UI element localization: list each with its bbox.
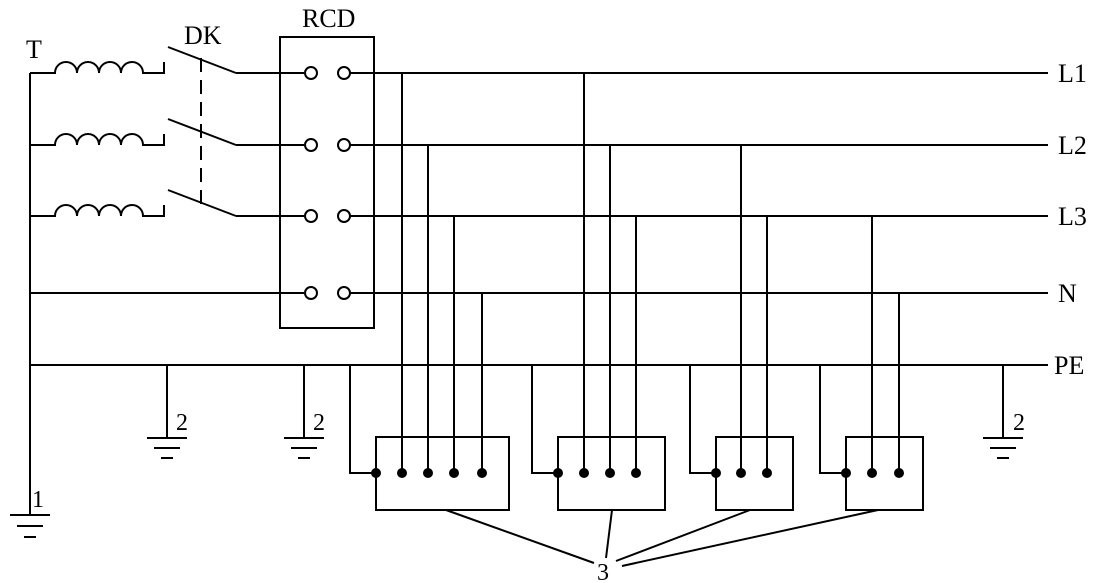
equipment-box-4[interactable] — [819, 216, 924, 511]
eq1-terminal-l2 — [423, 468, 433, 478]
repeat-ground-c: 2 — [983, 365, 1025, 459]
rcd-terminal-in-l2 — [304, 138, 318, 152]
callout-leader-4 — [621, 509, 879, 567]
callout-leader-3 — [615, 509, 751, 562]
eq3-terminal-l3 — [762, 468, 772, 478]
eq2-terminal-l3 — [631, 468, 641, 478]
eq2-pe-conductor — [531, 365, 558, 474]
rcd-terminal-out-l3 — [337, 209, 351, 223]
eq4-terminal-pe — [841, 468, 851, 478]
equipment-box-1[interactable] — [349, 73, 510, 511]
bus-l3-label: L3 — [1058, 202, 1087, 231]
eq4-pe-conductor — [819, 365, 846, 474]
bus-n-label: N — [1058, 279, 1077, 308]
rcd-device[interactable]: RCD — [279, 4, 375, 329]
repeat-ground-c-number: 2 — [1013, 410, 1025, 436]
eq3-terminal-l2 — [736, 468, 746, 478]
winding-l2 — [30, 133, 165, 146]
bus-pe-label: PE — [1054, 351, 1084, 380]
rcd-housing — [279, 36, 375, 329]
bus-lines: L1 L2 L3 N PE — [30, 59, 1087, 380]
eq1-terminal-l3 — [449, 468, 459, 478]
repeat-ground-a-number: 2 — [176, 410, 188, 436]
eq2-terminal-l1 — [579, 468, 589, 478]
callout-leader-1 — [445, 509, 595, 564]
rcd-terminal-out-l2 — [337, 138, 351, 152]
rcd-terminal-out-l1 — [337, 66, 351, 80]
eq2-terminal-pe — [553, 468, 563, 478]
switch-label: DK — [184, 21, 222, 50]
callout-leader-2 — [605, 509, 613, 559]
eq3-terminal-pe — [711, 468, 721, 478]
source-ground-symbol: 1 — [10, 487, 50, 538]
equipment-box-3[interactable] — [689, 145, 794, 511]
bus-l1-label: L1 — [1058, 59, 1087, 88]
equipment-callout: 3 — [445, 509, 879, 583]
transformer-label: T — [26, 35, 42, 64]
eq4-terminal-l3 — [867, 468, 877, 478]
eq2-terminal-l2 — [605, 468, 615, 478]
eq1-terminal-l1 — [397, 468, 407, 478]
repeat-ground-a: 2 — [147, 365, 188, 459]
repeat-ground-b-number: 2 — [313, 410, 325, 436]
eq1-enclosure — [375, 436, 510, 511]
bus-l2-label: L2 — [1058, 131, 1087, 160]
eq3-pe-conductor — [689, 365, 716, 474]
main-switch-dk[interactable]: DK — [167, 21, 237, 217]
equipment-box-2[interactable] — [531, 73, 666, 511]
transformer: T — [26, 35, 165, 515]
winding-l3 — [30, 204, 165, 217]
eq1-terminal-pe — [371, 468, 381, 478]
source-ground-number: 1 — [32, 487, 44, 513]
eq3-enclosure — [715, 436, 794, 511]
rcd-terminal-in-l1 — [304, 66, 318, 80]
eq1-terminal-n — [477, 468, 487, 478]
rcd-label: RCD — [302, 4, 355, 33]
eq1-pe-conductor — [349, 365, 376, 474]
rcd-terminal-out-n — [337, 286, 351, 300]
equipment-callout-number: 3 — [597, 560, 609, 583]
repeat-ground-b: 2 — [284, 365, 325, 459]
winding-l1 — [30, 61, 165, 74]
rcd-terminal-in-n — [304, 286, 318, 300]
eq4-terminal-n — [894, 468, 904, 478]
eq4-enclosure — [845, 436, 924, 511]
rcd-terminal-in-l3 — [304, 209, 318, 223]
